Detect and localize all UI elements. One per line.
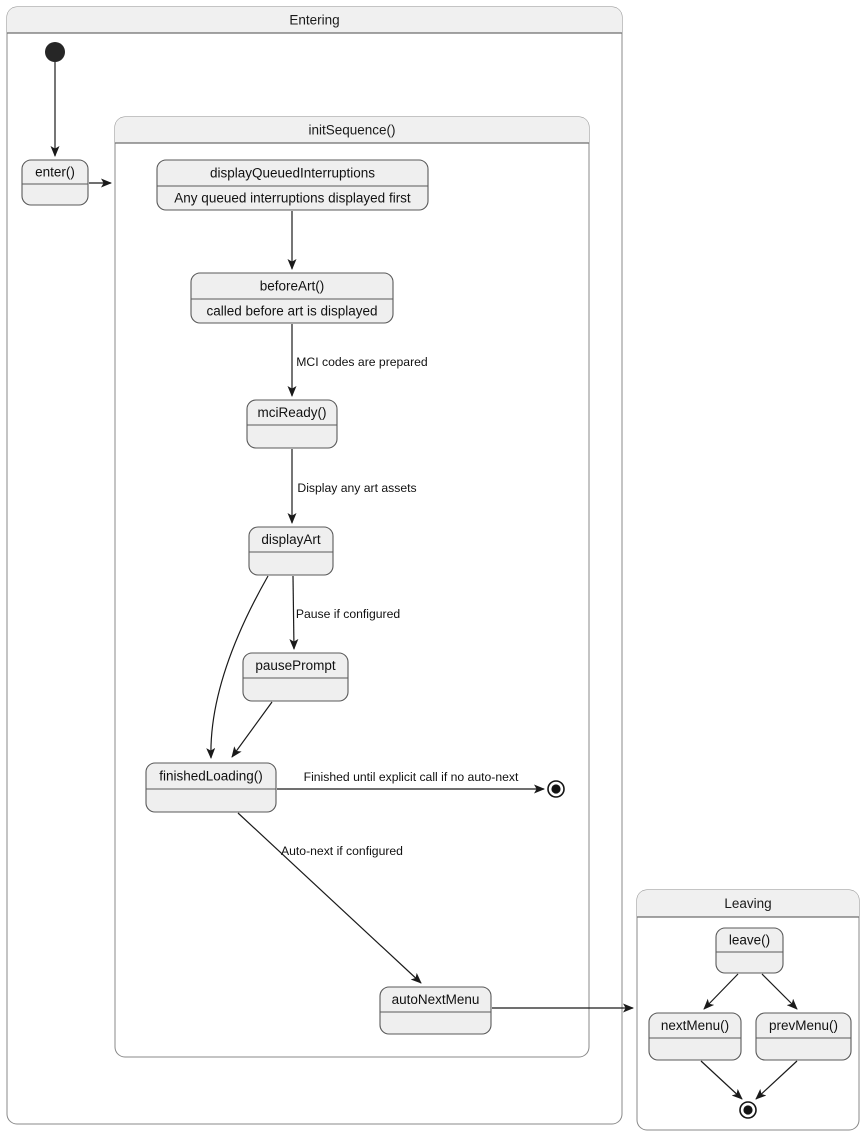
state-title: finishedLoading() — [159, 769, 263, 784]
transition-label: MCI codes are prepared — [296, 355, 427, 369]
state-title: enter() — [35, 165, 75, 180]
state-box — [715, 927, 784, 974]
state-pausePrompt[interactable]: pausePrompt — [242, 652, 349, 702]
composite-title: Leaving — [724, 896, 771, 911]
transition-arrow — [206, 575, 269, 759]
state-box — [379, 986, 492, 1035]
state-finishedLoading[interactable]: finishedLoading() — [145, 762, 277, 813]
transition-finishedloading-to-final[interactable]: Finished until explicit call if no auto-… — [277, 770, 545, 794]
composite-state-init-sequence[interactable]: initSequence() — [114, 116, 590, 1058]
state-title: leave() — [729, 933, 770, 948]
transition-pauseprompt-to-finishedloading[interactable] — [231, 701, 273, 758]
state-nextMenu[interactable]: nextMenu() — [648, 1012, 742, 1061]
transition-beforeart-to-mciready[interactable]: MCI codes are prepared — [287, 324, 428, 397]
transition-leave-to-nextmenu[interactable] — [703, 973, 739, 1010]
transition-nextmenu-to-final[interactable] — [700, 1060, 743, 1100]
state-box — [145, 762, 277, 813]
state-displayArt[interactable]: displayArt — [248, 526, 334, 576]
final-node-core-icon — [551, 784, 561, 794]
transition-leave-to-prevmenu[interactable] — [761, 973, 798, 1010]
state-box — [21, 159, 89, 206]
transition-label: Auto-next if configured — [281, 844, 403, 858]
state-title: mciReady() — [257, 405, 326, 420]
transition-arrow — [761, 973, 798, 1010]
initial-node-icon — [45, 42, 65, 62]
composite-header-band — [637, 890, 859, 917]
state-box — [755, 1012, 852, 1061]
state-title: beforeArt() — [260, 279, 325, 294]
state-title: displayQueuedInterruptions — [210, 166, 375, 181]
final-state-node[interactable] — [547, 780, 565, 798]
state-prevMenu[interactable]: prevMenu() — [755, 1012, 852, 1061]
transition-mciready-to-displayart[interactable]: Display any art assets — [287, 449, 417, 524]
final-node-core-icon — [743, 1105, 753, 1115]
composite-header-band — [7, 7, 622, 33]
state-title: autoNextMenu — [392, 992, 480, 1007]
composite-state-leaving[interactable]: Leaving — [636, 889, 860, 1131]
transition-label: Finished until explicit call if no auto-… — [304, 770, 519, 784]
transition-arrow — [289, 575, 299, 650]
transition-arrow — [703, 973, 739, 1010]
transition-arrow — [755, 1060, 798, 1100]
state-title: prevMenu() — [769, 1018, 838, 1033]
state-title: nextMenu() — [661, 1018, 729, 1033]
final-state-node[interactable] — [739, 1101, 757, 1119]
state-box — [246, 399, 338, 449]
state-box — [156, 159, 429, 211]
transition-arrow — [700, 1060, 743, 1100]
state-box — [648, 1012, 742, 1061]
state-title: displayArt — [261, 532, 321, 547]
state-box — [248, 526, 334, 576]
state-leave[interactable]: leave() — [715, 927, 784, 974]
state-box — [242, 652, 349, 702]
transition-prevmenu-to-final[interactable] — [755, 1060, 798, 1100]
transition-label: Display any art assets — [297, 481, 416, 495]
transition-label: Pause if configured — [296, 607, 400, 621]
transition-displayart-to-finishedloading[interactable] — [206, 575, 269, 759]
state-description: Any queued interruptions displayed first — [174, 191, 411, 206]
state-title: pausePrompt — [255, 658, 336, 673]
state-autoNextMenu[interactable]: autoNextMenu — [379, 986, 492, 1035]
transition-arrow — [231, 701, 273, 758]
state-beforeArt[interactable]: beforeArt() called before art is displaye… — [190, 272, 394, 324]
transition-displayart-to-pauseprompt[interactable]: Pause if configured — [289, 575, 400, 650]
state-enter[interactable]: enter() — [21, 159, 89, 206]
state-description: called before art is displayed — [206, 304, 377, 319]
composite-title: initSequence() — [308, 123, 395, 138]
composite-header-band — [115, 117, 589, 143]
state-mciReady[interactable]: mciReady() — [246, 399, 338, 449]
pseudostates-layer — [45, 42, 757, 1119]
transition-arrow — [237, 812, 422, 984]
state-box — [190, 272, 394, 324]
composite-title: Entering — [289, 13, 339, 28]
initial-state-node[interactable] — [45, 42, 65, 62]
transition-finishedloading-to-autonextmenu[interactable]: Auto-next if configured — [237, 812, 422, 984]
composite-frame — [114, 116, 590, 1058]
composite-frame — [636, 889, 860, 1131]
